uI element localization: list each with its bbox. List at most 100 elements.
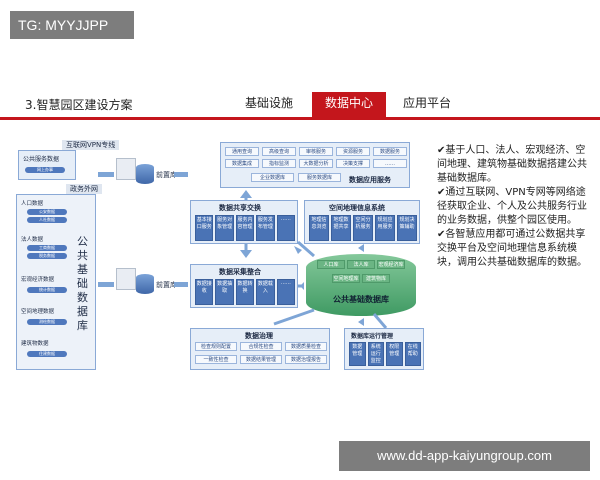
description-panel: ✔基于人口、法人、宏观经济、空间地理、建筑物基础数据搭建公共基础数据库。 ✔通过…: [437, 144, 587, 270]
public-service-box: 公共服务数据 网上办事: [18, 150, 76, 180]
ops-cells: 数据管理 系统运行监控 权限管理 在线帮助: [349, 342, 421, 366]
gis-cell: 规划决策辅助: [397, 215, 417, 241]
page-title: 3.智慧园区建设方案: [25, 98, 133, 112]
group-building-item-1: 住建数据: [27, 351, 67, 357]
ops-title: 数据库运行管理: [351, 333, 394, 340]
governance-title: 数据治理: [245, 332, 273, 340]
server-icon: [116, 158, 136, 180]
app-cell: 服务数据库: [298, 173, 341, 182]
share-cells: 基本接口服务 服务对象管理 服务内容管理 服务发布管理 ……: [195, 215, 296, 241]
app-cell: 数据集成: [225, 159, 259, 168]
collect-cell: 数据转换: [235, 279, 255, 305]
gis-cell: 地理信息浏览: [309, 215, 329, 241]
nav-tab-data-center[interactable]: 数据中心: [312, 92, 386, 117]
gis-cell: 规划应用服务: [375, 215, 395, 241]
ops-cell: 权限管理: [386, 342, 403, 366]
footer-url: www.dd-app-kaiyungroup.com: [339, 441, 590, 471]
core-db-part: 宏观经济库: [377, 260, 405, 269]
connector-arrows: [240, 190, 388, 329]
app-cell: 通用查询: [225, 147, 259, 156]
arrow-right: [98, 172, 114, 177]
group-spatial-title: 空间地理数据: [21, 309, 55, 315]
governance-row1: 检查规则配置 合规性检查 数据质量检查: [195, 342, 327, 351]
vertical-db-label: 公共基础数据库: [77, 235, 88, 332]
core-db-title: 公共基础数据库: [333, 295, 389, 304]
governance-cell: 检查规则配置: [195, 342, 237, 351]
database-icon: [136, 274, 154, 294]
app-cell: 企业数据库: [251, 173, 294, 182]
gis-title: 空间地理信息系统: [329, 204, 385, 212]
share-title: 数据共享交换: [219, 204, 261, 212]
governance-row2: 一致性检查 数据结果管理 数据治理报告: [195, 355, 327, 364]
arrow-right: [174, 172, 188, 177]
app-cell: 大数据分析: [299, 159, 333, 168]
front-db-2-label: 前置库: [156, 281, 177, 289]
watermark-tag: TG: MYYJJPP: [10, 11, 134, 39]
arrow-right: [98, 282, 114, 287]
gis-cell: 空间分析服务: [353, 215, 373, 241]
public-service-title: 公共服务数据: [23, 156, 60, 163]
core-db-part: 法人库: [347, 260, 375, 269]
core-db-part: 人口库: [317, 260, 345, 269]
collect-box: 数据采集整合 数据接收 数据抽取 数据转换 数据载入 ……: [190, 264, 298, 308]
database-icon: [136, 164, 154, 184]
server-icon: [116, 268, 136, 290]
nav-tab-infrastructure[interactable]: 基础设施: [244, 96, 293, 110]
collect-title: 数据采集整合: [219, 268, 261, 276]
governance-box: 数据治理 检查规则配置 合规性检查 数据质量检查 一致性检查 数据结果管理 数据…: [190, 328, 330, 370]
group-building-title: 建筑物数据: [21, 341, 49, 347]
group-legal: 法人数据 工商数据 税务数据: [21, 235, 69, 265]
collect-cells: 数据接收 数据抽取 数据转换 数据载入 ……: [195, 279, 296, 305]
app-service-row2: 数据集成 指标监测 大数据分析 决策支撑 ……: [225, 159, 407, 168]
public-service-item: 网上办事: [25, 167, 65, 173]
group-spatial-item-1: 测绘数据: [27, 319, 67, 325]
core-db-parts: 人口库 法人库 宏观经济库 空间地理库 建筑物库: [314, 260, 408, 286]
core-db-cylinder: 人口库 法人库 宏观经济库 空间地理库 建筑物库 公共基础数据库: [306, 254, 416, 316]
group-population-item-2: 人社数据: [27, 217, 67, 223]
core-db-part: 建筑物库: [362, 274, 390, 283]
group-population: 人口数据 公安数据 人社数据: [21, 199, 69, 229]
group-population-title: 人口数据: [21, 201, 44, 207]
app-service-row1: 通用查询 高级查询 审核服务 资源服务 数据服务: [225, 147, 407, 156]
group-legal-item-1: 工商数据: [27, 245, 67, 251]
arrow-right: [174, 282, 188, 287]
group-macro: 宏观经济数据 统计数据: [21, 275, 69, 301]
app-cell: 高级查询: [262, 147, 296, 156]
group-spatial: 空间地理数据 测绘数据: [21, 307, 69, 333]
app-service-row3: 企业数据库 服务数据库: [251, 173, 341, 182]
description-point-1: ✔基于人口、法人、宏观经济、空间地理、建筑物基础数据搭建公共基础数据库。: [437, 145, 587, 184]
nav-tab-app-platform[interactable]: 应用平台: [402, 96, 451, 110]
app-cell: 审核服务: [299, 147, 333, 156]
header-divider: [0, 117, 600, 120]
ops-cell: 系统运行监控: [367, 342, 384, 366]
group-macro-item-1: 统计数据: [27, 287, 67, 293]
governance-cell: 合规性检查: [240, 342, 282, 351]
description-point-3: ✔各智慧应用都可通过公数据共享交换平台及空间地理信息系统模块，调用公共基础数据库…: [437, 229, 587, 268]
governance-cell: 一致性检查: [195, 355, 237, 364]
architecture-diagram: 互联网VPN专线 公共服务数据 网上办事 政务外网 人口数据 公安数据 人社数据…: [14, 138, 430, 370]
ops-box: 数据库运行管理 数据管理 系统运行监控 权限管理 在线帮助: [344, 328, 424, 370]
share-exchange-box: 数据共享交换 基本接口服务 服务对象管理 服务内容管理 服务发布管理 ……: [190, 200, 298, 244]
gov-network-label: 政务外网: [66, 184, 102, 194]
gis-box: 空间地理信息系统 地理信息浏览 地理数据共享 空间分析服务 规划应用服务 规划决…: [304, 200, 420, 244]
description-point-2: ✔通过互联网、VPN专网等网络途径获取企业、个人及公共服务行业的业务数据，供整个…: [437, 187, 587, 226]
group-building: 建筑物数据 住建数据: [21, 339, 69, 365]
share-cell: 服务对象管理: [215, 215, 234, 241]
source-data-panel: 人口数据 公安数据 人社数据 法人数据 工商数据 税务数据 宏观经济数据 统计数…: [16, 194, 96, 370]
app-cell: 指标监测: [262, 159, 296, 168]
share-cell: 基本接口服务: [195, 215, 214, 241]
governance-cell: 数据质量检查: [285, 342, 327, 351]
share-cell: 服务内容管理: [235, 215, 255, 241]
gis-cell: 地理数据共享: [331, 215, 351, 241]
group-macro-title: 宏观经济数据: [21, 277, 55, 283]
collect-cell: ……: [276, 279, 296, 305]
core-db-part: 空间地理库: [332, 274, 360, 283]
app-cell: 决策支撑: [336, 159, 370, 168]
ops-cell: 在线帮助: [404, 342, 421, 366]
collect-cell: 数据抽取: [215, 279, 234, 305]
group-legal-title: 法人数据: [21, 237, 44, 243]
app-service-box: 通用查询 高级查询 审核服务 资源服务 数据服务 数据集成 指标监测 大数据分析…: [220, 142, 410, 188]
share-cell: ……: [276, 215, 296, 241]
share-cell: 服务发布管理: [256, 215, 275, 241]
vpn-label: 互联网VPN专线: [62, 140, 120, 150]
